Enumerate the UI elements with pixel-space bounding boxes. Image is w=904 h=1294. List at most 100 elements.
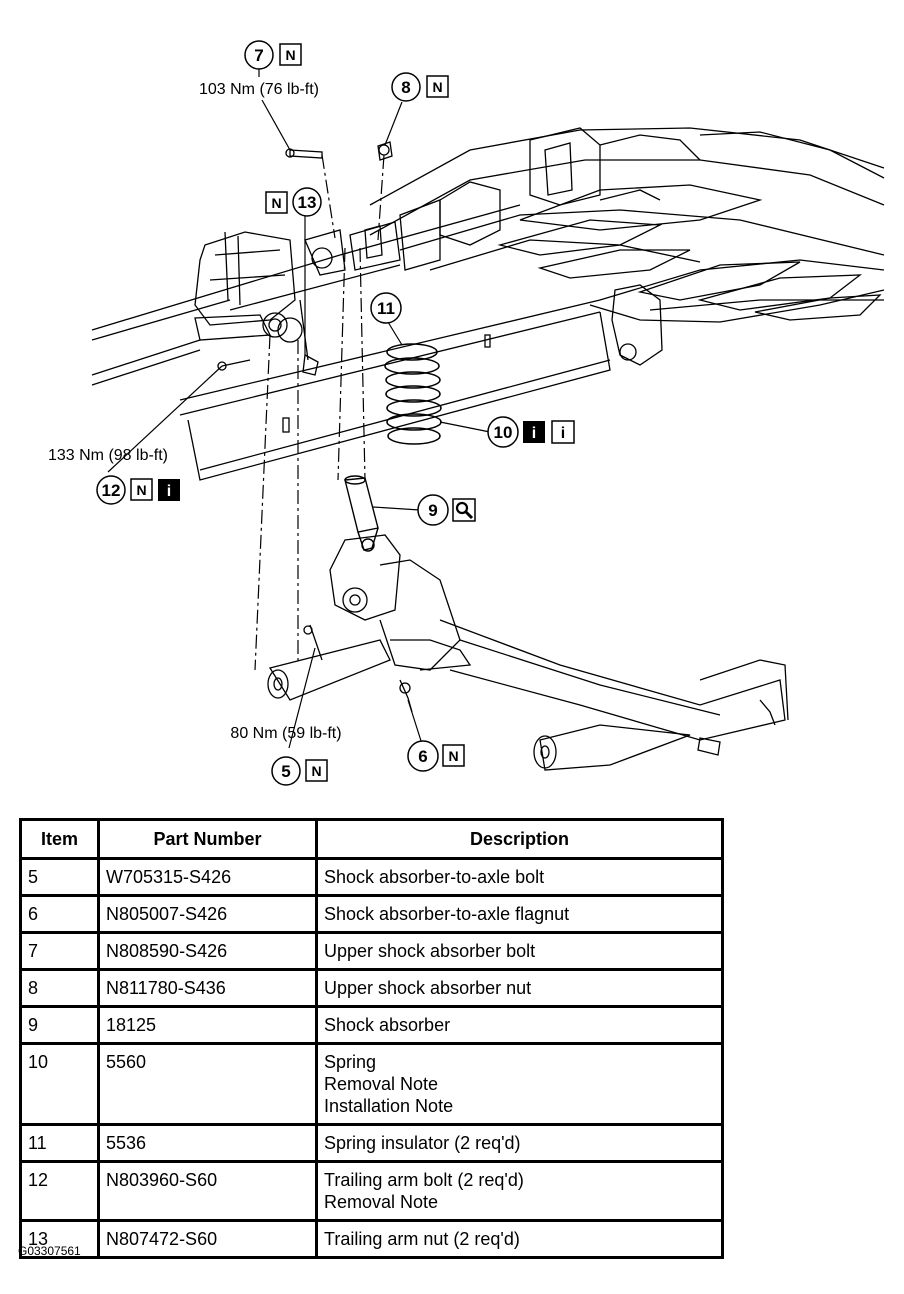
callout-circle	[417, 494, 449, 526]
shock-absorber-drawing	[344, 475, 379, 552]
note-badge-box	[426, 75, 449, 98]
callout-6: 6 N	[407, 740, 465, 772]
note-badge-box	[442, 744, 465, 767]
note-badge: N	[311, 763, 321, 779]
torque-spec: 103 Nm (76 lb-ft)	[199, 81, 319, 98]
item-cell: 8	[19, 968, 100, 1008]
description-cell: Shock absorber	[315, 1005, 724, 1045]
part-number-cell: N808590-S426	[97, 931, 318, 971]
item-cell: 13	[19, 1219, 100, 1259]
callout-10: 10 i i	[487, 416, 575, 448]
callout-circle	[487, 416, 519, 448]
table-header-row: Item Part Number Description	[19, 818, 724, 860]
callout-number: 11	[377, 299, 395, 318]
description-cell: Upper shock absorber nut	[315, 968, 724, 1008]
item-cell: 5	[19, 857, 100, 897]
torque-spec: 80 Nm (59 lb-ft)	[230, 725, 341, 742]
description-line: Upper shock absorber bolt	[324, 941, 536, 961]
callout-circle	[391, 72, 421, 102]
part-number-cell: N807472-S60	[97, 1219, 318, 1259]
description-line: Upper shock absorber nut	[324, 978, 532, 998]
callout-11: 11	[370, 292, 402, 324]
suspension-exploded-diagram: 7 N 103 Nm (76 lb-ft) 8 N N 13 11 10 i i…	[48, 40, 885, 786]
callout-8: 8 N	[391, 72, 449, 102]
callout-number: 7	[254, 46, 263, 65]
callout-circle	[370, 292, 402, 324]
part-number-cell: N805007-S426	[97, 894, 318, 934]
callout-number: 12	[102, 481, 121, 500]
callout-number: 8	[401, 78, 410, 97]
part-number-cell: 5536	[97, 1123, 318, 1163]
torque-spec: 133 Nm (98 lb-ft)	[48, 447, 168, 464]
note-badge-box	[279, 43, 302, 66]
part-number-cell: N803960-S60	[97, 1160, 318, 1222]
callout-circle	[407, 740, 439, 772]
callout-circle	[96, 475, 126, 505]
alignment-lines	[254, 154, 385, 671]
description-line: Spring	[324, 1052, 377, 1072]
leader-lines	[107, 99, 491, 749]
rear-axle-drawing	[267, 534, 789, 771]
frame-rails-drawing	[91, 204, 611, 481]
callout-number: 9	[428, 501, 437, 520]
callout-circle	[292, 187, 322, 217]
description-line: Shock absorber	[324, 1015, 451, 1035]
header-item: Item	[19, 818, 100, 860]
note-badge: N	[285, 47, 295, 63]
part-number-cell: 18125	[97, 1005, 318, 1045]
info-badge: i	[532, 425, 536, 442]
item-cell: 10	[19, 1042, 100, 1126]
description-cell: Trailing arm nut (2 req'd)	[315, 1219, 724, 1259]
note-badge-box	[265, 191, 288, 214]
floor-pan-drawing	[369, 127, 885, 366]
coil-spring-drawing	[384, 343, 442, 445]
callout-number: 13	[298, 193, 317, 212]
callout-circle	[271, 756, 301, 786]
note-badge-box	[305, 759, 328, 782]
part-number-cell: 5560	[97, 1042, 318, 1126]
info-badge: i	[167, 483, 171, 500]
description-line: Spring insulator (2 req'd)	[324, 1133, 521, 1153]
description-line: Trailing arm nut (2 req'd)	[324, 1229, 520, 1249]
item-cell: 9	[19, 1005, 100, 1045]
info-badge-box	[523, 421, 545, 443]
info-badge-box	[158, 479, 180, 501]
description-cell: Spring insulator (2 req'd)	[315, 1123, 724, 1163]
description-line: Shock absorber-to-axle flagnut	[324, 904, 570, 924]
part-number-cell: W705315-S426	[97, 857, 318, 897]
callout-7: 7 N 103 Nm (76 lb-ft)	[199, 40, 319, 98]
info-badge-box	[551, 420, 575, 444]
item-cell: 12	[19, 1160, 100, 1222]
callout-9: 9	[417, 494, 476, 526]
magnify-icon	[452, 498, 476, 522]
description-cell: Shock absorber-to-axle bolt	[315, 857, 724, 897]
item-cell: 11	[19, 1123, 100, 1163]
description-cell: Upper shock absorber bolt	[315, 931, 724, 971]
callout-5: 80 Nm (59 lb-ft) 5 N	[230, 725, 342, 786]
header-part-number: Part Number	[97, 818, 318, 860]
description-line: Trailing arm bolt (2 req'd)	[324, 1170, 524, 1190]
description-cell: Trailing arm bolt (2 req'd)Removal Note	[315, 1160, 724, 1222]
note-badge: N	[432, 79, 442, 95]
header-description: Description	[315, 818, 724, 860]
item-cell: 6	[19, 894, 100, 934]
note-badge: N	[448, 748, 458, 764]
description-line: Removal Note	[324, 1192, 439, 1212]
description-line: Shock absorber-to-axle bolt	[324, 867, 545, 887]
note-badge: N	[136, 482, 146, 498]
description-cell: Shock absorber-to-axle flagnut	[315, 894, 724, 934]
callout-12: 133 Nm (98 lb-ft) 12 N i	[48, 447, 180, 505]
item-cell: 7	[19, 931, 100, 971]
callout-number: 5	[281, 762, 290, 781]
